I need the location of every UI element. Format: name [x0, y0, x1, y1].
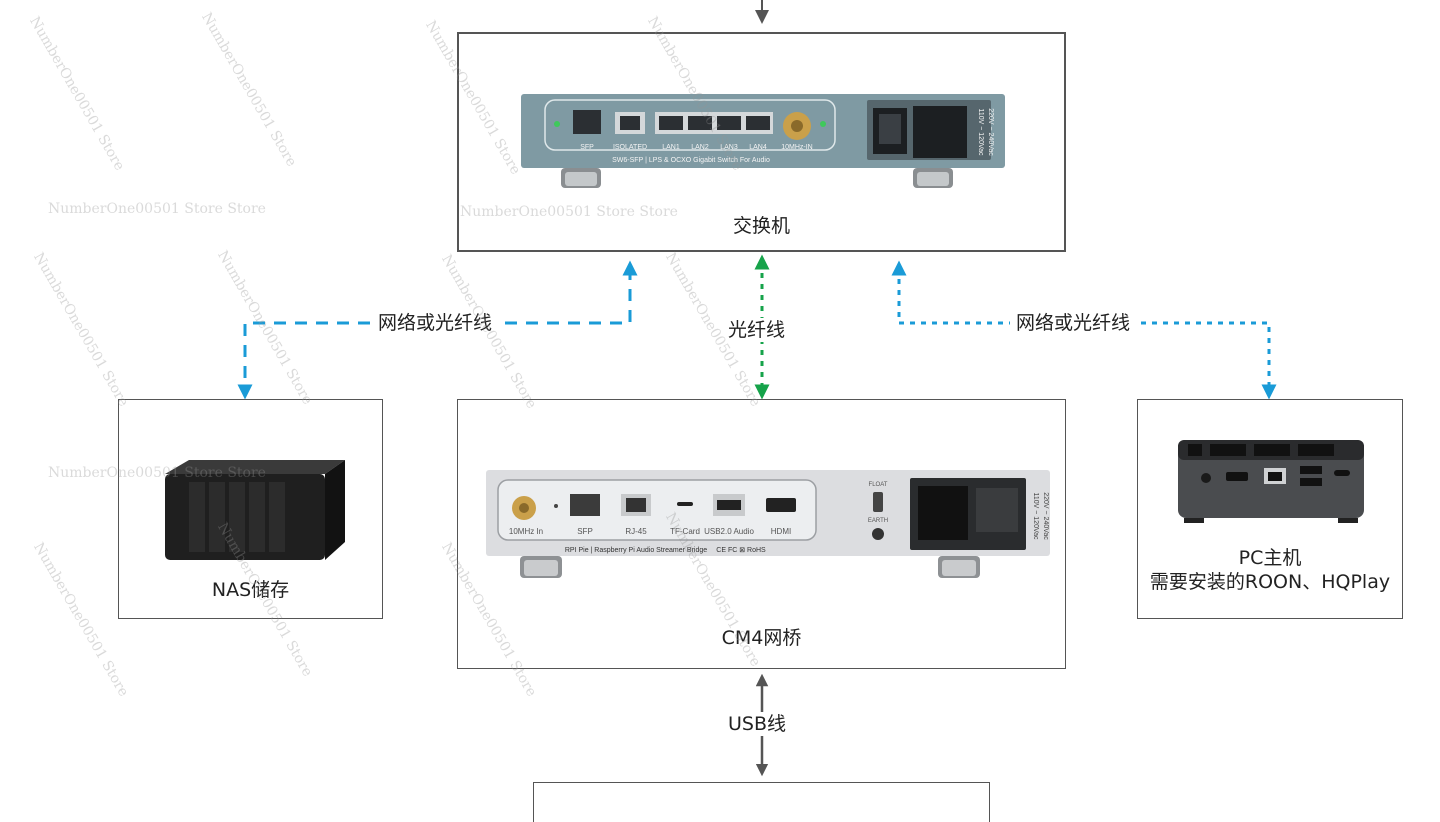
bridge-port-sfp: SFP — [577, 527, 593, 536]
switch-device-image: SFP ISOLATED LAN1 LAN2 LAN3 LAN4 10MHz-I… — [521, 94, 1005, 188]
bottom-node — [533, 782, 990, 822]
bridge-port-rj45: RJ-45 — [625, 527, 647, 536]
switch-port-lan2: LAN2 — [691, 144, 709, 151]
bridge-model-text: RPI Pie | Raspberry Pi Audio Streamer Br… — [565, 547, 707, 554]
bridge-switch-label-float: FLOAT — [869, 482, 888, 488]
switch-port-sfp: SFP — [580, 144, 594, 151]
switch-voltage-text-1: 110V ~ 120Vac — [977, 108, 984, 156]
nas-caption: NAS储存 — [211, 579, 290, 601]
bridge-voltage-text-1: 110V ~ 120Vac — [1032, 492, 1039, 540]
top-incoming-arrow — [755, 0, 769, 24]
bridge-port-tf-card: TF-Card — [670, 527, 700, 536]
bridge-caption: CM4网桥 — [721, 627, 802, 649]
switch-port-lan1: LAN1 — [662, 144, 680, 151]
nas-link-label: 网络或光纤线 — [372, 311, 499, 335]
pc-link-label: 网络或光纤线 — [1010, 311, 1137, 335]
switch-caption: 交换机 — [732, 215, 790, 237]
bridge-device-image: 10MHz In SFP RJ-45 TF-Card USB2.0 Audio … — [486, 470, 1050, 578]
pc-device-image — [1178, 440, 1364, 523]
fiber-link-label: 光纤线 — [722, 318, 792, 342]
bridge-port-10mhz: 10MHz In — [509, 527, 543, 536]
bridge-node: 10MHz In SFP RJ-45 TF-Card USB2.0 Audio … — [457, 399, 1066, 669]
nas-device-image — [165, 460, 345, 560]
switch-voltage-text-2: 220V ~ 240Vac — [987, 108, 994, 156]
bridge-cert-text: CE FC ⊠ RoHS — [716, 547, 766, 554]
switch-model-text: SW6-SFP | LPS & OCXO Gigabit Switch For … — [612, 157, 770, 164]
nas-node: NAS储存 — [118, 399, 383, 619]
usb-link-label: USB线 — [722, 712, 793, 736]
bridge-port-usb-audio: USB2.0 Audio — [704, 527, 754, 536]
switch-port-10mhz: 10MHz-IN — [781, 144, 813, 151]
switch-node: SFP ISOLATED LAN1 LAN2 LAN3 LAN4 10MHz-I… — [457, 32, 1066, 252]
bridge-port-hdmi: HDMI — [771, 527, 791, 536]
bridge-switch-label-earth: EARTH — [868, 518, 888, 524]
switch-port-isolated: ISOLATED — [613, 144, 647, 151]
pc-caption-line1: PC主机 — [1238, 547, 1302, 569]
pc-node: PC主机 需要安装的ROON、HQPlay — [1137, 399, 1403, 619]
switch-port-lan3: LAN3 — [720, 144, 738, 151]
pc-caption-line2: 需要安装的ROON、HQPlay — [1149, 571, 1391, 593]
switch-port-lan4: LAN4 — [749, 144, 767, 151]
nas-link-line — [237, 260, 638, 400]
bridge-voltage-text-2: 220V ~ 240Vac — [1042, 492, 1049, 540]
